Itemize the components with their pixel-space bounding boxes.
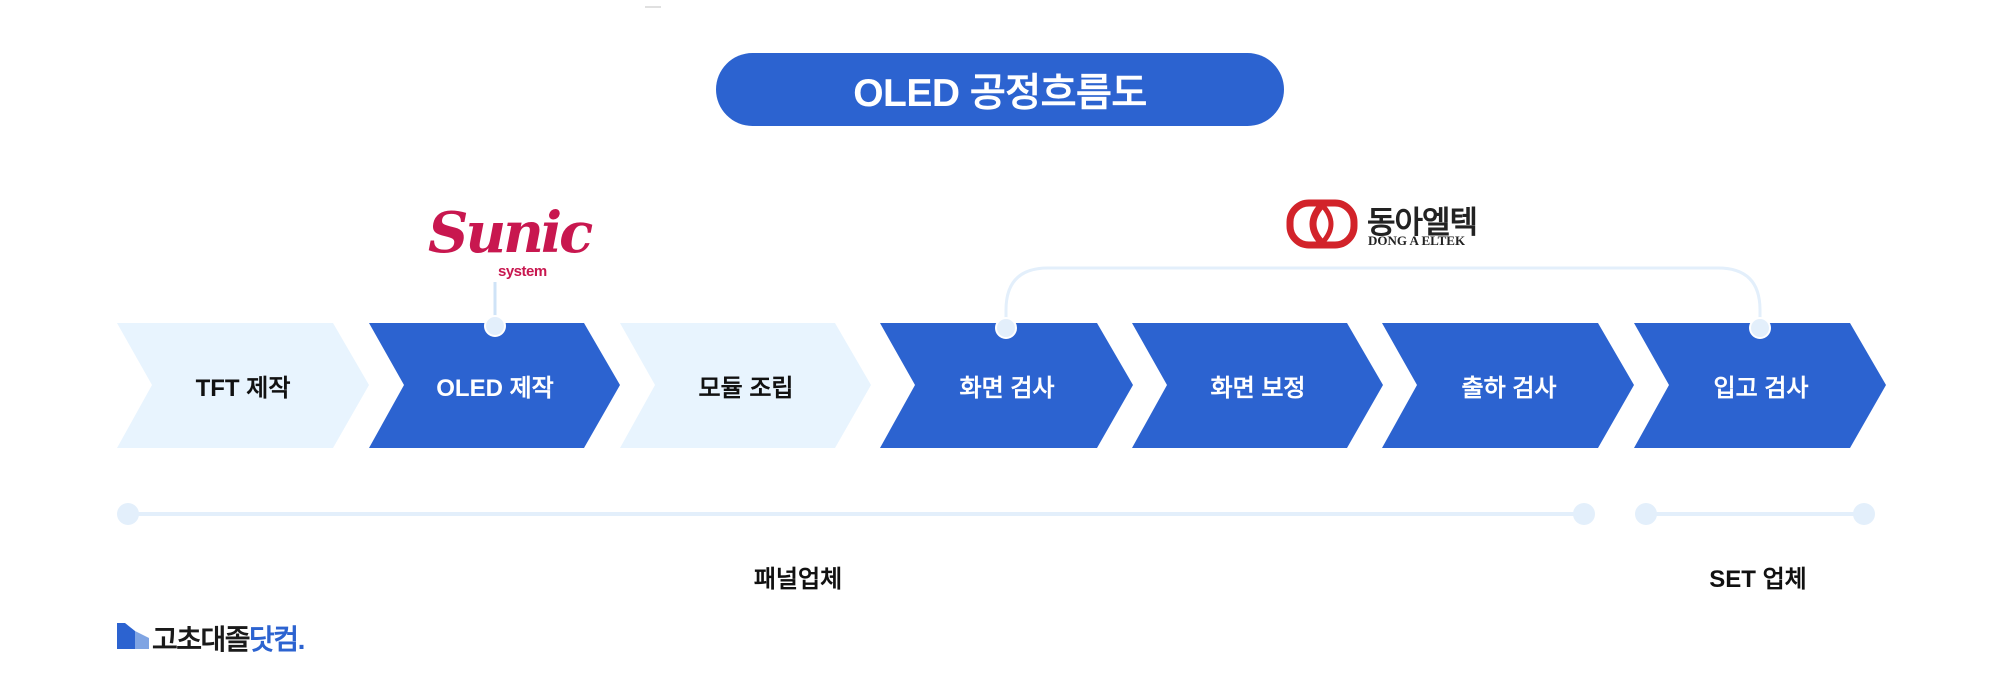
step-label-oled: OLED 제작 — [436, 374, 554, 402]
panel-group-end-dot — [1573, 503, 1595, 525]
donga-logo-mark — [1286, 199, 1358, 249]
group-label-set: SET 업체 — [1709, 565, 1807, 593]
step-chevron-screen-inspect — [880, 323, 1133, 448]
sunic-logo-text: Sunic — [428, 200, 593, 266]
step-chevron-incoming-inspect — [1634, 323, 1886, 448]
group-label-panel: 패널업체 — [753, 565, 843, 593]
sunic-connector-dot — [484, 315, 506, 337]
step-label-shipping-inspect: 출하 검사 — [1461, 374, 1557, 402]
page-title: OLED 공정흐름도 — [716, 53, 1284, 126]
donga-logo-korean: 동아엘텍 — [1367, 205, 1478, 240]
step-chevron-tft — [117, 323, 369, 448]
sunic-system-logo: Sunic system — [428, 200, 593, 290]
step-chevron-screen-correct — [1132, 323, 1383, 448]
sunic-logo-subtext: system — [498, 263, 547, 280]
top-divider — [645, 6, 661, 8]
step-label-incoming-inspect: 입고 검사 — [1713, 374, 1809, 402]
step-chevron-module — [620, 323, 871, 448]
step-chevron-oled — [369, 323, 620, 448]
donga-logo-english: DONG A ELTEK — [1368, 233, 1466, 248]
dong-a-eltek-logo: 동아엘텍 DONG A ELTEK — [1283, 195, 1503, 255]
donga-connector-dot-right — [1749, 317, 1771, 339]
set-group-start-dot — [1635, 503, 1657, 525]
donga-connector-dot-left — [995, 317, 1017, 339]
step-label-tft: TFT 제작 — [195, 374, 291, 402]
step-chevron-shipping-inspect — [1382, 323, 1634, 448]
brand-logo-text: 고초대졸닷컴. — [152, 618, 306, 658]
step-label-screen-inspect: 화면 검사 — [959, 374, 1055, 402]
panel-group-start-dot — [117, 503, 139, 525]
brand-logo-icon — [117, 623, 149, 649]
brand-logo-accent: 닷컴 — [249, 624, 299, 655]
step-label-module: 모듈 조립 — [698, 374, 794, 402]
brand-logo-main: 고초대졸 — [152, 624, 251, 655]
donga-bracket-line — [1004, 266, 1762, 326]
set-group-end-dot — [1853, 503, 1875, 525]
step-label-screen-correct: 화면 보정 — [1210, 374, 1306, 402]
brand-logo-suffix: . — [297, 624, 306, 655]
brand-logo: 고초대졸닷컴. — [116, 618, 376, 658]
